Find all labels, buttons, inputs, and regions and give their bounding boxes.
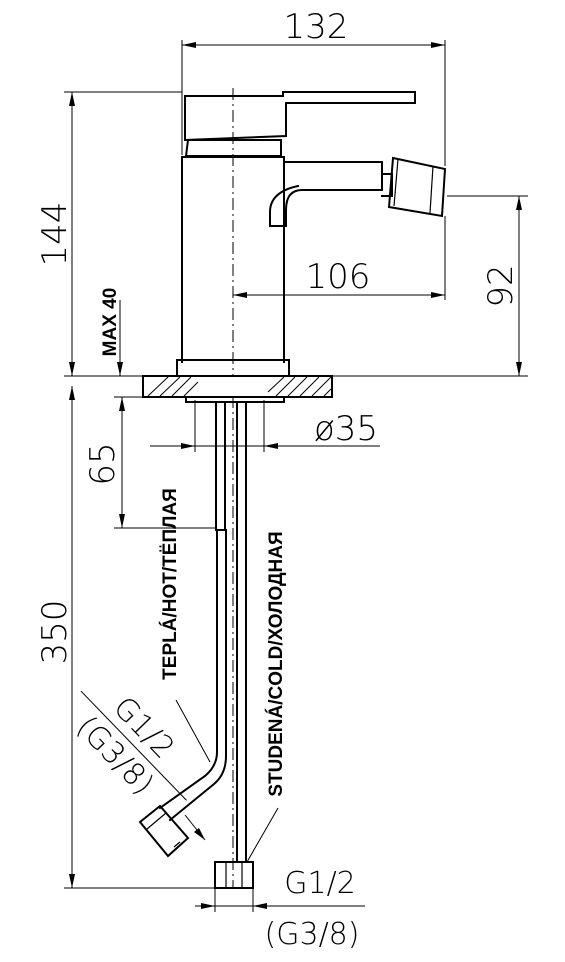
faucet-body	[176, 91, 447, 377]
dim-height-text: 144	[35, 202, 75, 267]
hot-hose	[138, 401, 227, 858]
cold-label-leader	[246, 807, 279, 863]
hot-connector	[138, 804, 190, 858]
dim-hose-350: 350	[35, 386, 215, 889]
hot-thread-callout: G1/2 (G3/8)	[69, 690, 187, 802]
dim-reach-106: 106	[233, 216, 446, 300]
dim-spout-92: 92	[332, 195, 528, 377]
dim-height-144: 144	[35, 91, 182, 377]
shank	[185, 396, 285, 403]
cold-hose-label: STUDENÁ/COLD/ХОЛОДНАЯ	[265, 531, 287, 796]
hot-hose-label: TEPLÁ/HOT/TЁПЛАЯ	[159, 488, 181, 680]
cold-hose	[214, 401, 254, 889]
dim-hose-text: 350	[35, 600, 75, 665]
cold-thread-secondary: (G3/8)	[265, 917, 360, 952]
dim-max-text: MAX 40	[100, 288, 121, 357]
countertop	[142, 375, 333, 398]
dim-width-132: 132	[181, 7, 446, 166]
hot-label-leader	[175, 699, 211, 763]
dim-max-40: MAX 40	[100, 288, 123, 376]
dim-reach-text: 106	[306, 257, 371, 297]
spout	[269, 161, 383, 227]
lever-handle	[184, 91, 416, 142]
dim-width-text: 132	[284, 7, 349, 47]
aerator	[387, 156, 447, 218]
dim-diameter-text: ø35	[314, 409, 378, 449]
dim-diameter-35: ø35	[150, 400, 380, 452]
dim-spout-text: 92	[481, 264, 521, 307]
dim-depth-65: 65	[83, 396, 216, 529]
dim-depth-text: 65	[83, 442, 123, 485]
cold-thread-callout: G1/2 (G3/8)	[195, 866, 365, 952]
cold-thread-primary: G1/2	[284, 866, 356, 901]
cold-connector	[214, 861, 254, 889]
